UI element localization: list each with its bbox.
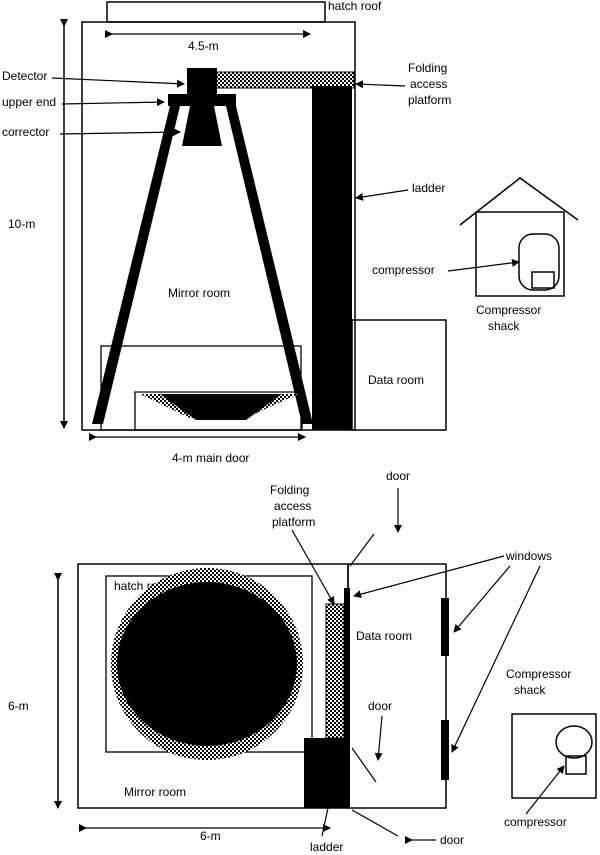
plan-ladder-leader: [321, 807, 329, 837]
elevation-folding-platform: [215, 71, 355, 89]
plan-door-bottom-leader: [351, 809, 399, 837]
elevation-shack-roof: [459, 177, 579, 226]
elevation-width-label: 4.5-m: [188, 39, 219, 53]
elevation-hatch-roof-label: hatch roof: [328, 0, 382, 13]
plan-window-upper: [441, 598, 449, 656]
elevation-folding-label-2: access: [410, 77, 447, 91]
plan-window-lower: [441, 720, 449, 780]
elevation-compressor-tank: [518, 233, 560, 291]
elevation-upper-end-label: upper end: [2, 95, 56, 109]
plan-mirror-room-label: Mirror room: [124, 785, 186, 799]
plan-windows-leader-lower: [451, 565, 541, 753]
elevation-compressor-label: compressor: [372, 263, 435, 277]
elevation-detector: [187, 68, 217, 94]
plan-compressor-base: [565, 755, 587, 775]
plan-data-room-outline: [347, 563, 447, 809]
elevation-detector-leader: [51, 77, 185, 88]
plan-width-label: 6-m: [200, 829, 221, 843]
elevation-data-room-label: Data room: [368, 373, 424, 387]
elevation-mirror-mount: [134, 391, 303, 431]
elevation-ladder-shaft: [312, 86, 352, 430]
elevation-corrector-leader: [59, 128, 181, 137]
elevation-folding-label-1: Folding: [408, 61, 447, 75]
plan-height-label: 6-m: [8, 699, 29, 713]
elevation-ladder-label: ladder: [412, 181, 445, 195]
plan-shack-label-2: shack: [514, 683, 546, 697]
elevation-compressor-base: [531, 271, 555, 289]
plan-folding-label-3: platform: [272, 515, 315, 529]
plan-compressor-leader: [525, 765, 565, 815]
plan-ladder-label: ladder: [310, 840, 343, 854]
plan-door-mid-leader: [374, 715, 383, 761]
elevation-primary-mirror: [160, 394, 282, 420]
plan-shack-label-1: Compressor: [506, 667, 571, 681]
elevation-main-door-label: 4-m main door: [172, 451, 249, 465]
elevation-corrector: [182, 106, 222, 146]
plan-windows-label: windows: [505, 549, 552, 563]
plan-ladder-block: [304, 738, 344, 808]
plan-folding-label-1: Folding: [270, 483, 309, 497]
plan-compressor-tank: [555, 725, 593, 759]
elevation-upper-end-leader: [61, 98, 165, 107]
elevation-tube-right-leg: [226, 106, 313, 424]
elevation-tube-left-leg: [92, 106, 180, 424]
plan-shack-outline: [511, 713, 597, 799]
elevation-data-room: [351, 319, 447, 431]
plan-door-top-label: door: [386, 469, 410, 483]
plan-folding-leader: [291, 529, 335, 605]
elevation-detector-label: Detector: [2, 69, 47, 83]
plan-compressor-label: compressor: [504, 815, 567, 829]
elevation-shack-label-1: Compressor: [476, 303, 541, 317]
plan-door-mid-label: door: [368, 699, 392, 713]
plan-divider-wall: [344, 588, 350, 808]
elevation-view: hatch roof 4.5-m 10-m Data room Mirror r…: [2, 0, 579, 465]
elevation-mirror-room-label: Mirror room: [168, 286, 230, 300]
plan-door-bottom-label: door: [440, 833, 464, 847]
elevation-folding-leader: [355, 80, 406, 89]
elevation-shack-label-2: shack: [488, 319, 520, 333]
plan-view: hatch roof 6-m 6-m Data room Mirror room…: [8, 469, 597, 854]
elevation-compressor-leader: [447, 258, 520, 272]
plan-folding-label-2: access: [274, 499, 311, 513]
plan-data-room-label: Data room: [356, 629, 412, 643]
elevation-upper-end: [168, 94, 236, 106]
elevation-hatch-roof: [106, 1, 326, 23]
plan-windows-leader-upper: [453, 565, 511, 633]
plan-door-mid-swing: [351, 747, 377, 783]
plan-windows-leader-left: [353, 555, 505, 599]
elevation-corrector-label: corrector: [2, 125, 49, 139]
plan-folding-platform: [325, 603, 345, 739]
elevation-folding-label-3: platform: [408, 93, 451, 107]
elevation-height-label: 10-m: [8, 217, 35, 231]
plan-primary-mirror: [117, 582, 297, 746]
elevation-shack-outline: [475, 211, 565, 297]
elevation-ladder-leader: [355, 189, 409, 201]
plan-door-top-swing: [349, 533, 375, 567]
